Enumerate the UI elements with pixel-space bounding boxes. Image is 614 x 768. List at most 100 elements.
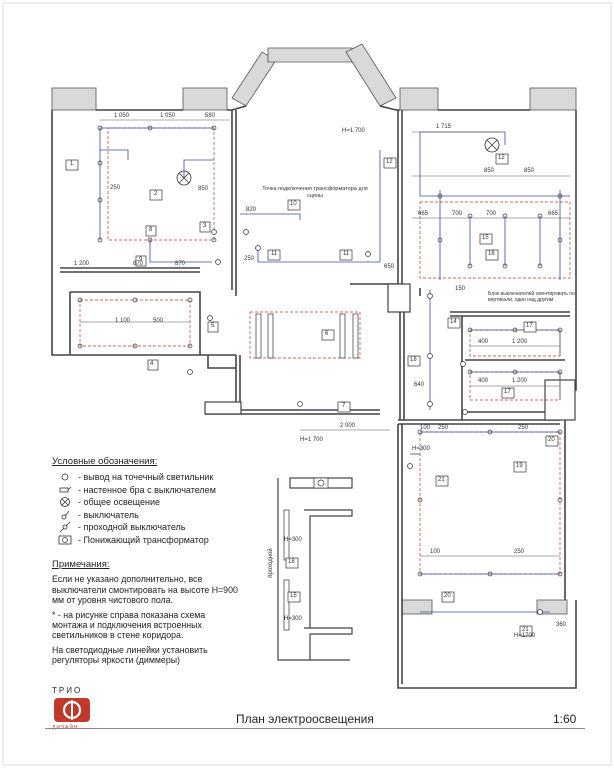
h300-c2: H=300 xyxy=(284,616,302,622)
title-underline xyxy=(45,728,585,729)
dim: 640 xyxy=(414,382,425,388)
tag-label: 17 xyxy=(526,323,533,329)
switch-icon xyxy=(52,509,78,521)
tag-label: 6 xyxy=(325,331,329,337)
h1700-top: H=1 700 xyxy=(342,128,365,134)
point-lights xyxy=(77,125,563,577)
tag-label: 2 xyxy=(154,191,158,197)
legend-row: - проходной выключатель xyxy=(52,521,262,534)
legend-label: - проходной выключатель xyxy=(78,522,186,533)
legend-row: - настенное бра с выключателем xyxy=(52,484,262,497)
wall-sconce-icon xyxy=(52,485,78,495)
wiring xyxy=(99,127,570,613)
pass-switch-icon xyxy=(52,521,78,533)
note-2: * - на рисунке справа показана схема мон… xyxy=(52,609,206,641)
legend-label: - выключатель xyxy=(78,509,139,520)
drawing-title: План электроосвещения xyxy=(236,712,374,726)
tag-label: 15 xyxy=(482,235,489,241)
dim: 100 xyxy=(420,425,431,431)
dim: 1 715 xyxy=(436,124,452,130)
wall-stubs xyxy=(204,283,576,661)
tag-label: 18 xyxy=(288,559,295,565)
tag-label: 3 xyxy=(203,223,207,229)
dim: 2 000 xyxy=(340,423,356,429)
dim: 850 xyxy=(198,186,209,192)
tag-label: 11 xyxy=(343,251,350,257)
tag-label: 14 xyxy=(450,319,457,325)
transformer-icon xyxy=(52,535,78,545)
point-light-icon xyxy=(52,472,78,482)
dim: 500 xyxy=(153,318,164,324)
tag-label: 5 xyxy=(211,323,215,329)
tag-label: 1 xyxy=(70,161,74,167)
dim: 360 xyxy=(556,622,567,628)
dim: 250 xyxy=(110,185,121,191)
logo-top-text: ТРИО xyxy=(52,686,83,695)
tag-label: 4 xyxy=(150,361,154,367)
dim: 665 xyxy=(418,211,429,217)
note-1: Если не указано дополнительно, все выклю… xyxy=(52,574,238,606)
tag-label: 10 xyxy=(290,201,297,207)
logo-mark-icon xyxy=(54,698,90,722)
dim: 250 xyxy=(518,425,529,431)
h1700-mid: H=1 700 xyxy=(300,437,323,443)
dim: 700 xyxy=(486,211,497,217)
dim: 1 200 xyxy=(74,261,90,267)
dim: 100 xyxy=(430,549,441,555)
tag-label: 11 xyxy=(271,251,278,257)
tag-label: 17 xyxy=(504,389,511,395)
dim: 650 xyxy=(384,264,395,270)
dim: 1 200 xyxy=(512,378,528,384)
legend: Условные обозначения: - вывод на точечны… xyxy=(52,456,262,546)
dim: 1 100 xyxy=(115,318,131,324)
legend-row: - Понижающий трансформатор xyxy=(52,534,262,547)
legend-row: - выключатель xyxy=(52,509,262,522)
note-3: На светодиодные линейки установить регул… xyxy=(52,644,208,666)
dim: 1 050 xyxy=(160,113,176,119)
dim: 150 xyxy=(455,286,466,292)
dim: 250 xyxy=(244,256,255,262)
legend-label: - общее освещение xyxy=(78,497,160,508)
dim: 665 xyxy=(548,211,559,217)
general-lights xyxy=(176,137,500,186)
tag-label: 12 xyxy=(498,155,505,161)
dim: 850 xyxy=(524,168,535,174)
tag-label: 20 xyxy=(548,437,555,443)
dim: 850 xyxy=(484,168,495,174)
tag-label: 9 xyxy=(139,257,143,263)
tags xyxy=(65,153,559,637)
legend-label: - Понижающий трансформатор xyxy=(78,534,209,545)
walls xyxy=(51,105,577,689)
dim: 700 xyxy=(452,211,463,217)
tag-label: 15 xyxy=(290,593,297,599)
tag-label: 7 xyxy=(342,403,346,409)
h300-c1: H=300 xyxy=(284,537,302,543)
dimension-lines xyxy=(62,119,570,557)
general-light-icon xyxy=(52,496,78,508)
tag-label: 12 xyxy=(386,159,393,165)
legend-title: Условные обозначения: xyxy=(52,456,158,467)
legend-row: - вывод на точечный светильник xyxy=(52,471,262,484)
vertical-switch-note: Блок выключателей смонтировать по вертик… xyxy=(488,291,575,303)
led-strips xyxy=(255,313,359,631)
legend-row: - общее освещение xyxy=(52,496,262,509)
dim: 1 050 xyxy=(114,113,130,119)
tag-label: 18 xyxy=(410,357,417,363)
tag-label: 21 xyxy=(438,477,445,483)
tag-label: 19 xyxy=(516,463,523,469)
transformer-icon xyxy=(313,477,329,489)
tag-label: 20 xyxy=(444,593,451,599)
dim: 250 xyxy=(514,549,525,555)
tag-label: 21 xyxy=(522,627,529,633)
switches xyxy=(187,229,543,615)
legend-label: - вывод на точечный светильник xyxy=(78,472,214,483)
transformer-point-note: Точка подключения трансформатора для сце… xyxy=(262,186,368,199)
notes: Примечания: Если не указано дополнительн… xyxy=(52,559,242,670)
tag-label: 16 xyxy=(488,251,495,257)
dim: 1 200 xyxy=(512,339,528,345)
legend-label: - настенное бра с выключателем xyxy=(78,484,216,495)
dim: 870 xyxy=(175,261,186,267)
h1700-bot: H=1700 xyxy=(514,633,536,639)
